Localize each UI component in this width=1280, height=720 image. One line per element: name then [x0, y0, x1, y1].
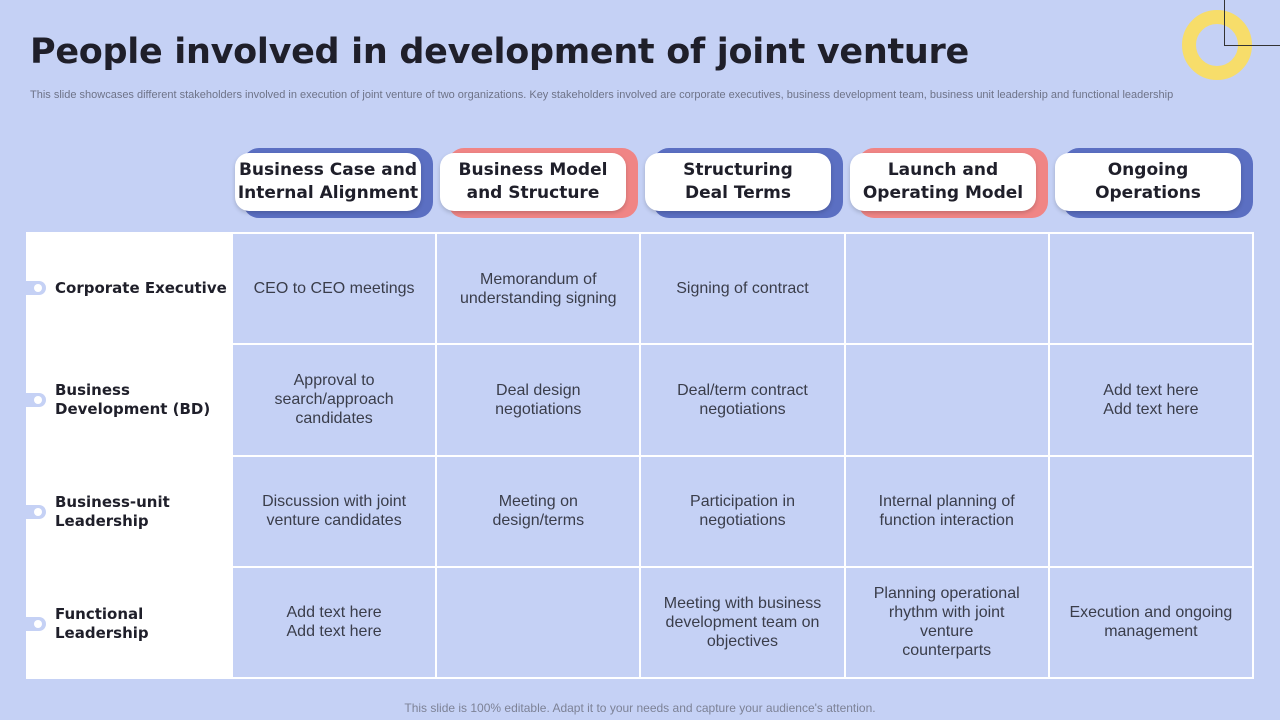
table-cell: Approval to search/approach candidates — [233, 345, 438, 457]
table-cell — [1049, 234, 1254, 346]
decorative-line-vertical — [1224, 0, 1225, 46]
table-cell: Internal planning of function interactio… — [845, 456, 1050, 568]
stakeholder-table: Corporate Executive Business Development… — [26, 232, 1254, 679]
toggle-icon — [26, 393, 46, 407]
table-cell — [1049, 456, 1254, 568]
row-label-text: Functional Leadership — [55, 605, 149, 642]
table-cell: Deal/term contract negotiations — [641, 345, 846, 457]
table-cell: Meeting on design/terms — [437, 456, 642, 568]
row-label-text: Corporate Executive — [55, 278, 227, 297]
phase-header-label: Structuring Deal Terms — [645, 153, 831, 211]
slide-footer: This slide is 100% editable. Adapt it to… — [404, 701, 876, 715]
toggle-icon — [26, 617, 46, 631]
phase-header-launch: Launch and Operating Model — [850, 148, 1048, 218]
phase-header-label: Ongoing Operations — [1055, 153, 1241, 211]
toggle-icon — [26, 505, 46, 519]
slide-subtitle: This slide showcases different stakehold… — [30, 89, 1174, 101]
table-cell: Signing of contract — [641, 234, 846, 346]
row-label-text: Business-unit Leadership — [55, 493, 170, 530]
table-cell — [845, 345, 1050, 457]
decorative-line-horizontal — [1224, 45, 1280, 46]
table-cell: Execution and ongoing management — [1049, 567, 1254, 679]
phase-header-ongoing: Ongoing Operations — [1055, 148, 1253, 218]
phase-header-deal-terms: Structuring Deal Terms — [645, 148, 843, 218]
row-label-business-unit-leadership: Business-unit Leadership — [26, 456, 231, 568]
phase-header-business-model: Business Model and Structure — [440, 148, 638, 218]
row-label-corporate-executive: Corporate Executive — [26, 232, 231, 344]
table-cells: CEO to CEO meetings Memorandum of unders… — [231, 232, 1254, 679]
row-label-business-development: Business Development (BD) — [26, 344, 231, 456]
row-labels-column: Corporate Executive Business Development… — [26, 232, 231, 679]
table-cell: Meeting with business development team o… — [641, 567, 846, 679]
table-cell: Discussion with joint venture candidates — [233, 456, 438, 568]
slide-title: People involved in development of joint … — [30, 32, 969, 72]
table-cell — [845, 234, 1050, 346]
phase-header-label: Business Model and Structure — [440, 153, 626, 211]
phase-header-label: Business Case and Internal Alignment — [235, 153, 421, 211]
table-cell — [437, 567, 642, 679]
table-cell: Add text here Add text here — [1049, 345, 1254, 457]
table-cell: Participation in negotiations — [641, 456, 846, 568]
table-cell: CEO to CEO meetings — [233, 234, 438, 346]
row-label-text: Business Development (BD) — [55, 381, 211, 418]
row-label-functional-leadership: Functional Leadership — [26, 568, 231, 680]
phase-header-business-case: Business Case and Internal Alignment — [235, 148, 433, 218]
phase-header-label: Launch and Operating Model — [850, 153, 1036, 211]
toggle-icon — [26, 281, 46, 295]
table-cell: Memorandum of understanding signing — [437, 234, 642, 346]
table-cell: Deal design negotiations — [437, 345, 642, 457]
table-cell: Add text here Add text here — [233, 567, 438, 679]
table-cell: Planning operational rhythm with joint v… — [845, 567, 1050, 679]
